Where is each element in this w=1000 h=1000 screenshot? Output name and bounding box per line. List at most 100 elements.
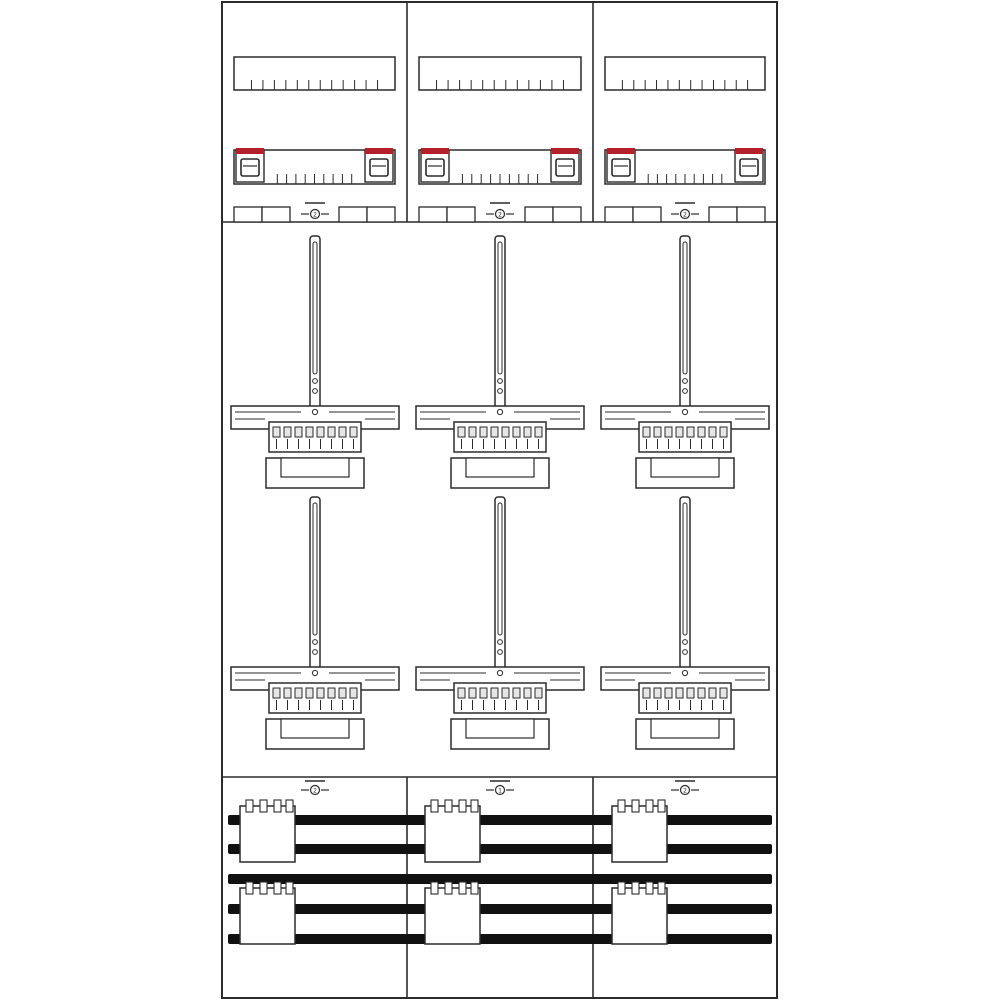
terminal-window <box>611 158 631 177</box>
rail-hole <box>681 669 689 677</box>
meter-unit <box>415 235 585 489</box>
busbar-clamp-pin <box>657 881 666 895</box>
meter-terminal-block <box>268 421 362 453</box>
top-terminal-section: 2 2 2 <box>233 56 766 223</box>
meter-terminal-screw <box>468 687 477 699</box>
busbar-clamp-pin <box>285 881 294 895</box>
meter-terminal-block <box>268 682 362 714</box>
small-terminal-box <box>524 206 554 223</box>
meter-terminal-block <box>453 421 547 453</box>
meter-bracket-inner <box>650 718 720 739</box>
meter-terminal-screw <box>479 426 488 438</box>
busbar-clamp-pin <box>444 799 453 813</box>
meter-stem-hole <box>497 639 503 645</box>
meter-terminal-screw <box>349 687 358 699</box>
busbar-clamp-pin <box>259 881 268 895</box>
busbar-clamp-pin <box>617 799 626 813</box>
meter-terminal-screw <box>708 426 717 438</box>
busbar-clamp-pin <box>430 881 439 895</box>
busbar-clamp-body <box>239 887 296 945</box>
ground-marker-circle <box>679 208 691 220</box>
terminal-block-left <box>235 148 265 183</box>
meter-terminal-screw <box>338 687 347 699</box>
terminal-block-right <box>550 148 580 183</box>
terminal-block-left <box>420 148 450 183</box>
meter-bracket-inner <box>280 457 350 478</box>
busbar-clamp-pin <box>470 881 479 895</box>
busbar-clamp-body <box>611 805 668 863</box>
meter-terminal-screw <box>523 687 532 699</box>
terminal-window <box>555 158 575 177</box>
meter-stem-slot <box>312 241 318 375</box>
meter-terminal-screw <box>642 426 651 438</box>
small-terminal-box <box>736 206 766 223</box>
meter-stem-hole <box>682 378 688 384</box>
meter-terminal-screw <box>534 687 543 699</box>
busbar-clamp-pin <box>444 881 453 895</box>
busbar-clamp-pin <box>458 799 467 813</box>
ground-marker-circle <box>309 208 321 220</box>
meter-terminal-screw <box>490 687 499 699</box>
meter-terminal-screw <box>686 687 695 699</box>
meter-terminal-screw <box>523 426 532 438</box>
meter-terminal-screw <box>708 687 717 699</box>
busbar-clamp-body <box>611 887 668 945</box>
meter-unit <box>600 496 770 750</box>
ground-marker-label: 2 <box>313 212 317 219</box>
small-terminal-box <box>632 206 662 223</box>
meter-unit <box>415 496 585 750</box>
meter-terminal-screw <box>283 687 292 699</box>
neutral-marker: 2 <box>301 780 329 796</box>
meter-stem-hole <box>497 378 503 384</box>
red-cap <box>551 148 579 154</box>
meter-stem-hole <box>682 639 688 645</box>
meter-unit <box>230 235 400 489</box>
small-terminal-box <box>604 206 634 223</box>
meter-terminal-screw <box>316 687 325 699</box>
ground-marker-label: 2 <box>683 212 687 219</box>
meter-stem-hole <box>497 388 503 394</box>
busbar-clamp-pin <box>631 881 640 895</box>
neutral-marker-circle <box>309 784 321 796</box>
busbar-clamp <box>424 799 481 863</box>
meter-stem-hole <box>682 649 688 655</box>
meter-terminal-screw <box>697 687 706 699</box>
top-module-left: 2 <box>233 56 396 223</box>
top-module-middle: 2 <box>418 56 582 223</box>
busbar-clamp-pin <box>245 881 254 895</box>
terminal-block-right <box>734 148 764 183</box>
meter-terminal-screw <box>719 687 728 699</box>
meter-terminal-screw <box>294 687 303 699</box>
busbar <box>228 904 772 914</box>
busbar-clamp-pin <box>657 799 666 813</box>
meter-terminal-screw <box>305 687 314 699</box>
red-cap <box>735 148 763 154</box>
meter-terminal-block <box>638 682 732 714</box>
meter-terminal-screw <box>512 687 521 699</box>
meter-terminal-screw <box>653 426 662 438</box>
busbar-clamp-pin <box>470 799 479 813</box>
meter-terminal-screw <box>719 426 728 438</box>
busbar-clamp-pin <box>617 881 626 895</box>
meter-bracket-inner <box>650 457 720 478</box>
meter-terminal-screw <box>675 687 684 699</box>
busbar-clamp-body <box>239 805 296 863</box>
small-terminal-box <box>708 206 738 223</box>
busbar-clamp-pin <box>259 799 268 813</box>
busbar-clamp-pin <box>285 799 294 813</box>
red-cap <box>236 148 264 154</box>
small-terminal-box <box>418 206 448 223</box>
meter-stem-hole <box>682 388 688 394</box>
terminal-strip <box>233 56 396 91</box>
busbar-clamp-body <box>424 805 481 863</box>
meter-section <box>230 235 770 750</box>
meter-stem-slot <box>312 502 318 636</box>
busbar-clamp <box>611 881 668 945</box>
busbar-clamp <box>611 799 668 863</box>
meter-terminal-screw <box>272 687 281 699</box>
busbar-clamp-pin <box>458 881 467 895</box>
rail-hole <box>496 408 504 416</box>
small-terminal-box <box>552 206 582 223</box>
meter-stem-slot <box>682 502 688 636</box>
meter-terminal-screw <box>501 687 510 699</box>
